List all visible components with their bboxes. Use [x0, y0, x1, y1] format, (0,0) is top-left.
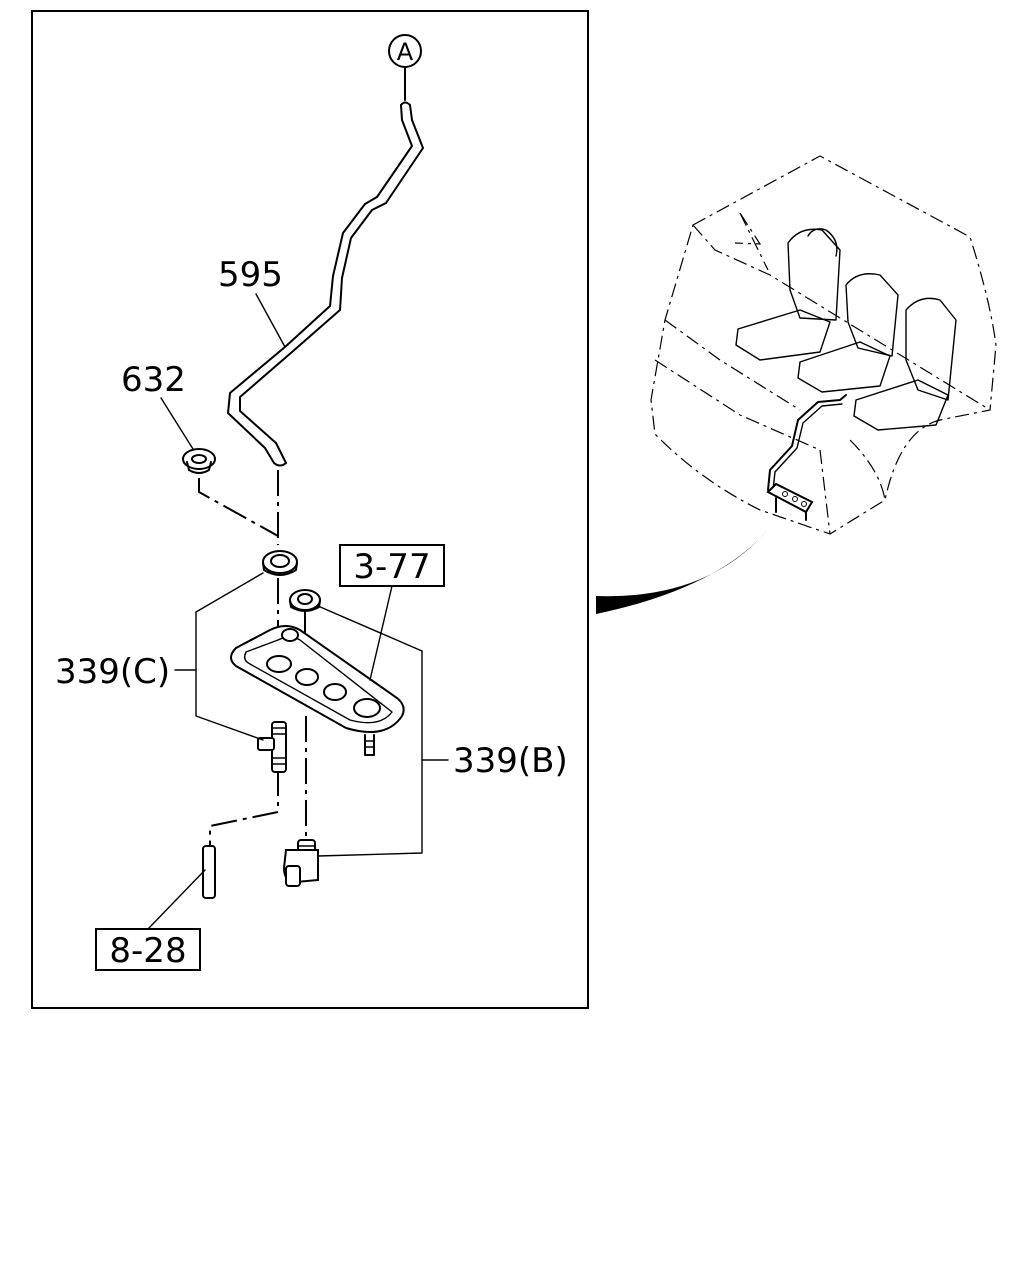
callout-8-28: 8-28 [95, 869, 206, 971]
tee-connector[interactable] [257, 721, 287, 773]
callout-8-28-leader [147, 869, 206, 930]
callout-3-77-label: 3-77 [353, 547, 430, 587]
pipe-8-28[interactable] [202, 845, 216, 899]
centerline-pipe [209, 770, 279, 845]
elbow-connector[interactable] [282, 839, 319, 887]
hose-595[interactable] [227, 101, 424, 467]
callout-339b: 339(B) [317, 605, 568, 857]
callout-595: 595 [218, 255, 283, 295]
nut-339b[interactable] [289, 589, 321, 612]
callout-8-28-label: 8-28 [109, 931, 186, 971]
callout-339b-label: 339(B) [453, 741, 568, 781]
detail-frame [31, 10, 589, 1009]
callout-3-77: 3-77 [339, 544, 445, 681]
reference-a-marker[interactable]: A [388, 34, 422, 101]
location-pointer-arc [596, 527, 770, 614]
callout-595-leader [255, 293, 286, 348]
grommet-632[interactable] [182, 448, 216, 474]
nut-339c[interactable] [262, 550, 298, 576]
centerline-grommet [198, 478, 279, 537]
vehicle-cab-overview [650, 155, 997, 535]
callout-339c: 339(C) [55, 572, 264, 741]
callout-632: 632 [121, 360, 186, 400]
reference-a-label: A [397, 38, 414, 66]
bracket-plate[interactable] [230, 625, 405, 756]
callout-632-leader [160, 397, 194, 450]
callout-339c-label: 339(C) [55, 652, 170, 692]
